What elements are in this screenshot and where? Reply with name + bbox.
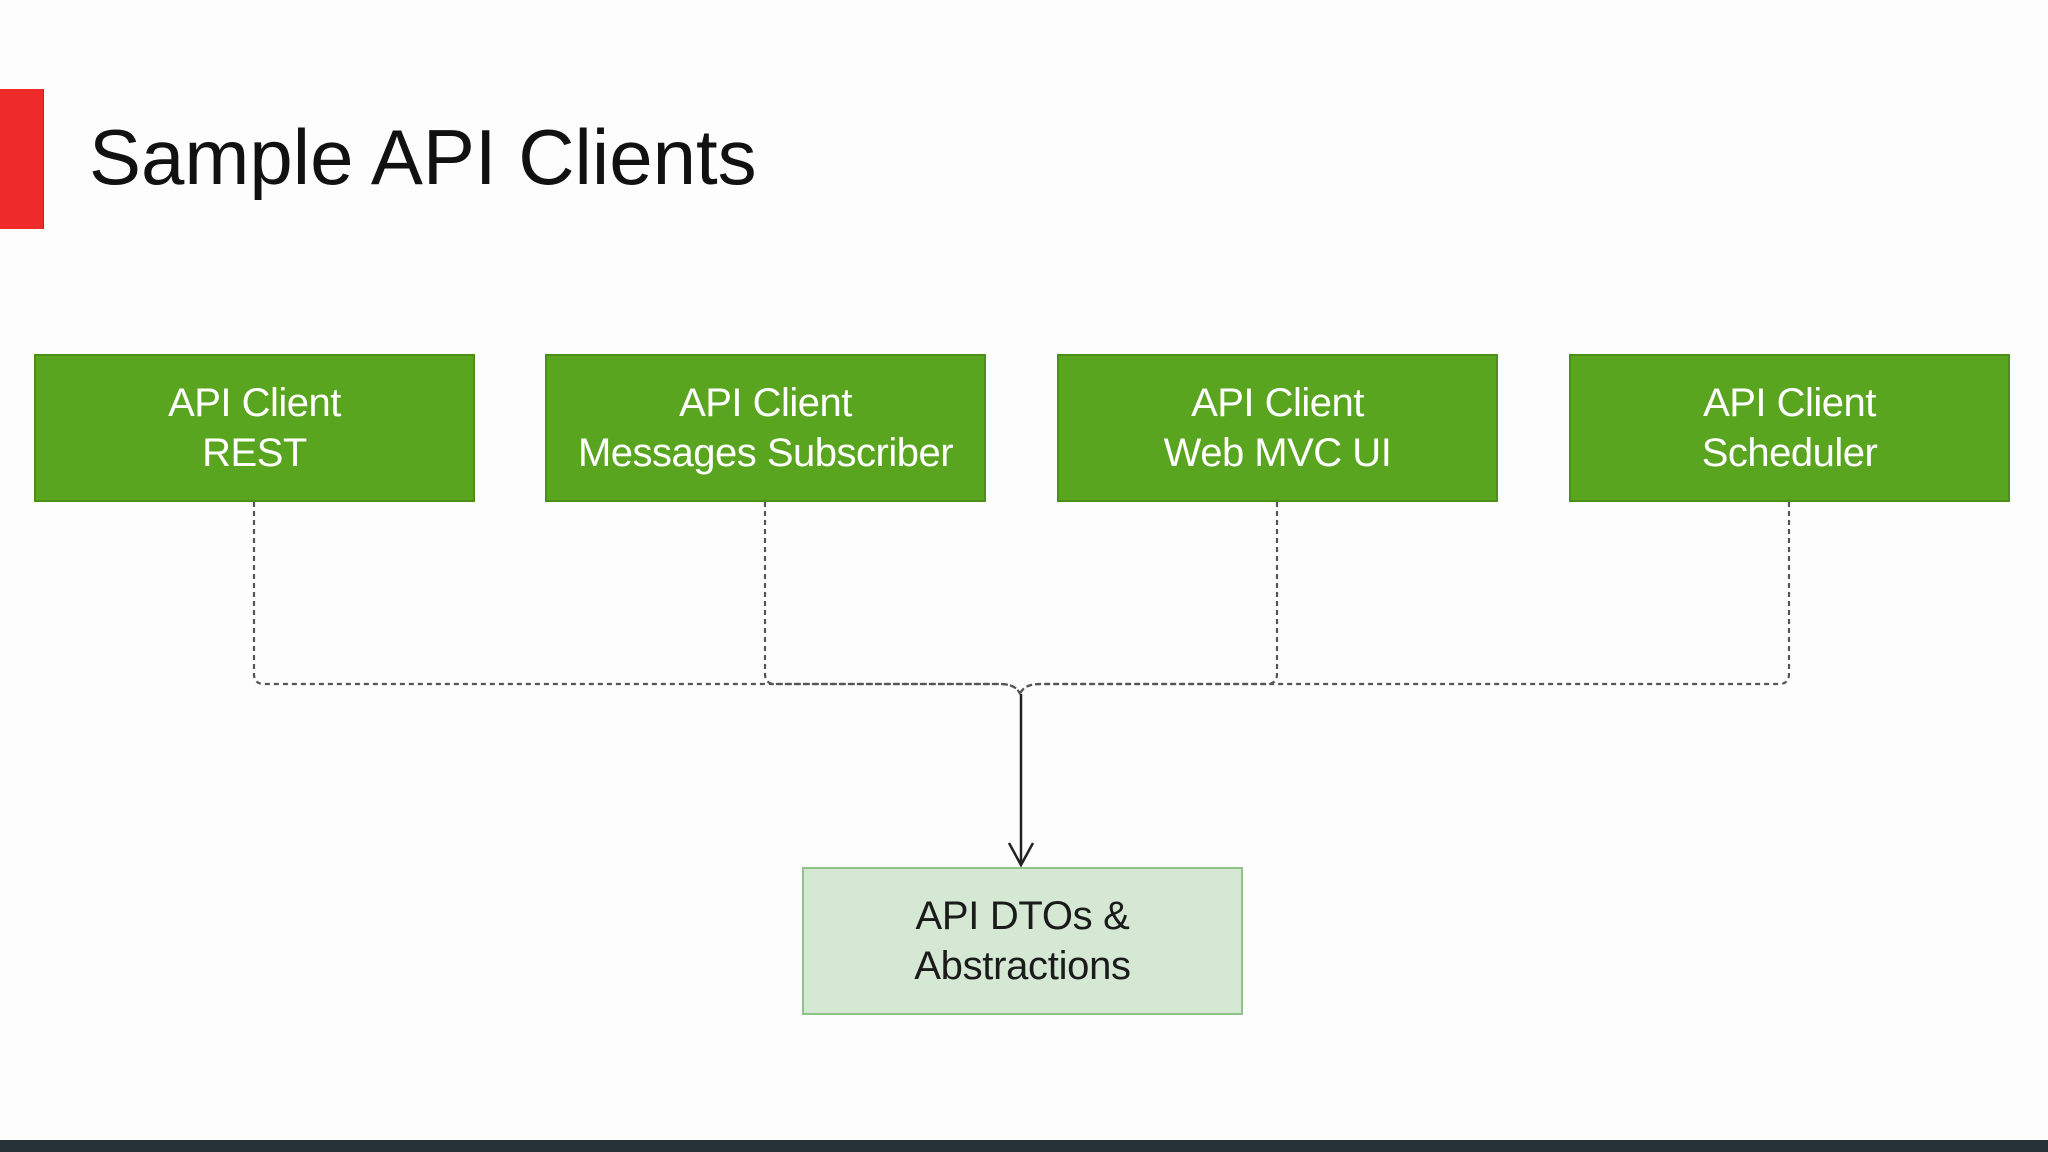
footer-bar [0, 1140, 2048, 1152]
client-box-label-line2: Messages Subscriber [577, 431, 954, 475]
dto-box-label-line2: Abstractions [914, 944, 1131, 988]
client-box-rest: API Client REST [34, 354, 475, 502]
connector-messages-subscriber [763, 502, 1022, 695]
client-box-messages-subscriber: API Client Messages Subscriber [545, 354, 986, 502]
client-box-label-line2: Scheduler [1701, 431, 1878, 475]
client-box-label-line1: API Client [679, 381, 852, 425]
client-box-label-line2: REST [202, 431, 307, 475]
connector-web-mvc-ui [1018, 502, 1279, 695]
client-box-label-line1: API Client [1703, 381, 1876, 425]
client-box-web-mvc-ui: API Client Web MVC UI [1057, 354, 1498, 502]
connector-rest [252, 502, 1022, 695]
connector-scheduler [1018, 502, 1791, 695]
arrowhead-icon [1007, 842, 1035, 868]
client-box-label-line1: API Client [168, 381, 341, 425]
slide-title: Sample API Clients [89, 113, 757, 201]
client-box-label-line1: API Client [1191, 381, 1364, 425]
client-box-label-line2: Web MVC UI [1163, 431, 1392, 475]
dto-abstractions-box: API DTOs & Abstractions [802, 867, 1243, 1015]
dto-box-label-line1: API DTOs & [915, 894, 1130, 938]
client-box-scheduler: API Client Scheduler [1569, 354, 2010, 502]
title-accent-bar [0, 89, 44, 229]
